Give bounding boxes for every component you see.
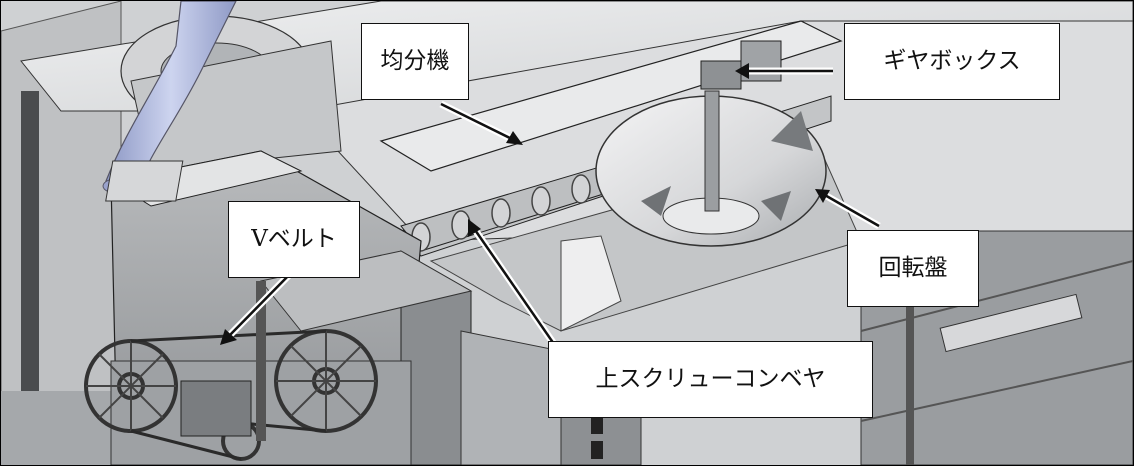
callout-upper-screw-conveyor-label: 上スクリューコンベヤ xyxy=(595,366,826,392)
callout-gearbox-label: ギヤボックス xyxy=(883,48,1021,74)
callout-turntable-label: 回転盤 xyxy=(878,255,948,281)
callout-upper-screw-conveyor: 上スクリューコンベヤ xyxy=(548,341,873,418)
callout-distributor: 均分機 xyxy=(361,23,469,100)
callout-gearbox: ギヤボックス xyxy=(844,23,1060,100)
callout-v-belt: Vベルト xyxy=(228,201,360,278)
callout-v-belt-label: Vベルト xyxy=(251,226,337,252)
callout-turntable: 回転盤 xyxy=(847,230,979,307)
callout-distributor-label: 均分機 xyxy=(380,48,450,74)
